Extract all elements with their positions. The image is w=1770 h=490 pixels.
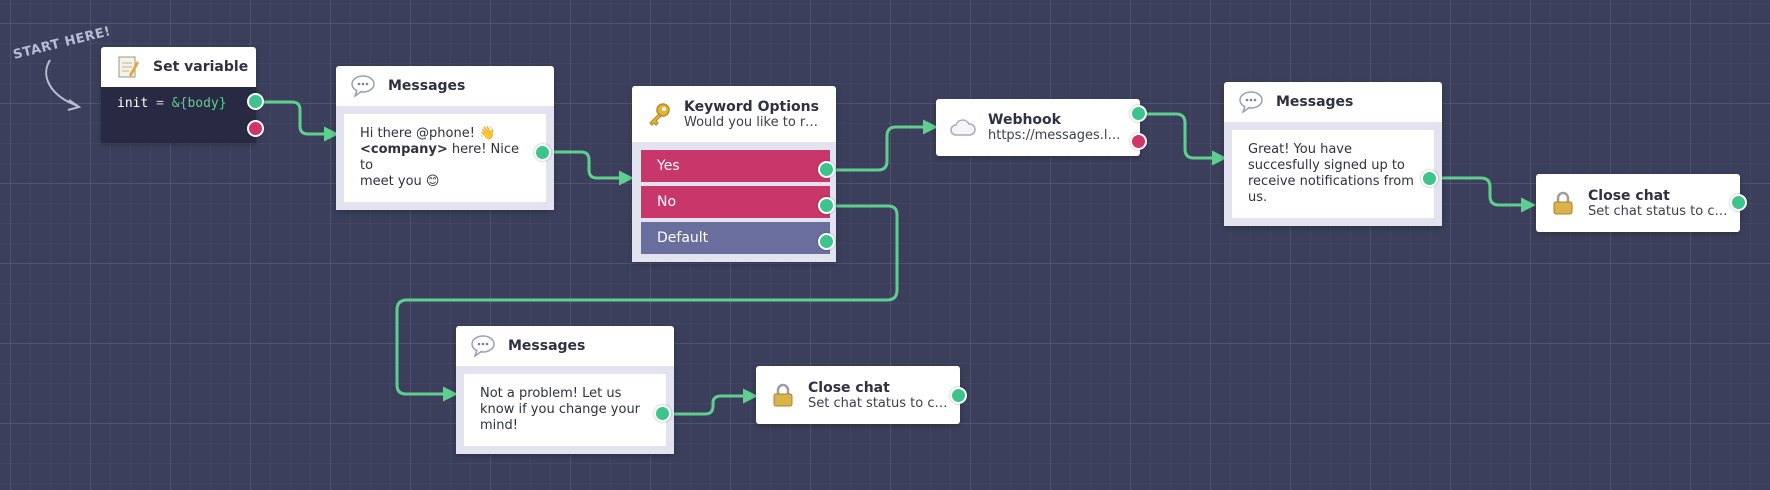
close-chat-2-text: Close chat Set chat status to clo...: [808, 380, 948, 411]
messages-1-title: Messages: [388, 78, 466, 94]
close-chat-1-header: Close chat Set chat status to clo...: [1536, 174, 1740, 232]
keyword-options-subtitle: Would you like to rec...: [684, 114, 824, 130]
option-yes[interactable]: Yes: [641, 150, 830, 182]
message-line: meet you 😊: [360, 174, 440, 189]
set-variable-error-port[interactable]: [247, 120, 264, 137]
close-chat-2-output-port[interactable]: [950, 387, 967, 404]
set-variable-node[interactable]: Set variable init = &{body}: [101, 47, 256, 143]
keyword-options-node[interactable]: Keyword Options Would you like to rec...…: [632, 86, 836, 262]
messages-3-body: Not a problem! Let us know if you change…: [456, 366, 674, 454]
messages-node-1[interactable]: Messages Hi there @phone! 👋 <company> he…: [336, 66, 554, 210]
close-chat-2-header: Close chat Set chat status to clo...: [756, 366, 960, 424]
messages-3-title: Messages: [508, 338, 586, 354]
close-chat-node-1[interactable]: Close chat Set chat status to clo...: [1536, 174, 1740, 232]
variable-operator: =: [156, 96, 164, 111]
messages-3-header: Messages: [456, 326, 674, 366]
cloud-icon: [950, 115, 976, 141]
start-here-annotation: START HERE!: [12, 24, 113, 114]
messages-1-body: Hi there @phone! 👋 <company> here! Nice …: [336, 106, 554, 210]
memo-icon: [115, 54, 141, 80]
close-chat-2-title: Close chat: [808, 379, 890, 396]
message-text: here! Nice to: [360, 142, 520, 173]
messages-2-header: Messages: [1224, 82, 1442, 122]
speech-bubble-icon: [350, 73, 376, 99]
set-variable-success-port[interactable]: [247, 93, 264, 110]
set-variable-title: Set variable: [153, 59, 249, 75]
option-no-port[interactable]: [818, 197, 835, 214]
messages-2-bubble: Great! You have succesfully signed up to…: [1232, 130, 1434, 218]
messages-3-bubble: Not a problem! Let us know if you change…: [464, 374, 666, 446]
option-yes-port[interactable]: [818, 161, 835, 178]
message-line: <company> here! Nice to: [360, 142, 530, 174]
keyword-options-title: Keyword Options: [684, 98, 819, 115]
set-variable-header: Set variable: [101, 47, 256, 87]
start-arrow-icon: [45, 59, 82, 111]
wire-messages3-to-closechat2: [670, 388, 758, 416]
close-chat-1-output-port[interactable]: [1730, 194, 1747, 211]
set-variable-code: init = &{body}: [101, 87, 256, 143]
option-default[interactable]: Default: [641, 222, 830, 254]
keyword-options-list: Yes No Default: [632, 142, 836, 262]
wire-setvar-to-messages1: [263, 100, 339, 142]
lock-icon: [770, 382, 796, 408]
wire-yes-to-webhook: [835, 119, 938, 172]
messages-1-bubble: Hi there @phone! 👋 <company> here! Nice …: [344, 114, 546, 202]
keyword-options-text: Keyword Options Would you like to rec...: [684, 99, 824, 130]
wire-messages2-to-closechat1: [1439, 176, 1536, 213]
option-no[interactable]: No: [641, 186, 830, 218]
messages-2-title: Messages: [1276, 94, 1354, 110]
messages-node-3[interactable]: Messages Not a problem! Let us know if y…: [456, 326, 674, 454]
variable-name: init: [117, 96, 149, 111]
keyword-options-header: Keyword Options Would you like to rec...: [632, 86, 836, 142]
message-line: Hi there @phone! 👋: [360, 126, 496, 141]
speech-bubble-icon: [1238, 89, 1264, 115]
lock-icon: [1550, 190, 1576, 216]
webhook-error-port[interactable]: [1130, 133, 1147, 150]
messages-2-output-port[interactable]: [1421, 170, 1438, 187]
messages-2-body: Great! You have succesfully signed up to…: [1224, 122, 1442, 226]
messages-3-output-port[interactable]: [654, 405, 671, 422]
webhook-node[interactable]: Webhook https://messages.lan...: [936, 99, 1140, 156]
close-chat-1-title: Close chat: [1588, 187, 1670, 204]
company-placeholder: <company>: [360, 142, 448, 157]
webhook-header: Webhook https://messages.lan...: [936, 99, 1140, 156]
webhook-success-port[interactable]: [1130, 105, 1147, 122]
close-chat-node-2[interactable]: Close chat Set chat status to clo...: [756, 366, 960, 424]
messages-1-header: Messages: [336, 66, 554, 106]
close-chat-2-subtitle: Set chat status to clo...: [808, 395, 948, 411]
webhook-url: https://messages.lan...: [988, 128, 1128, 143]
webhook-text: Webhook https://messages.lan...: [988, 112, 1128, 143]
messages-1-output-port[interactable]: [534, 144, 551, 161]
close-chat-1-text: Close chat Set chat status to clo...: [1588, 188, 1728, 219]
messages-node-2[interactable]: Messages Great! You have succesfully sig…: [1224, 82, 1442, 226]
wire-messages1-to-keyword: [550, 150, 634, 186]
close-chat-1-subtitle: Set chat status to clo...: [1588, 203, 1728, 219]
webhook-title: Webhook: [988, 112, 1061, 128]
option-default-port[interactable]: [818, 233, 835, 250]
variable-value: &{body}: [171, 96, 227, 111]
speech-bubble-icon: [470, 333, 496, 359]
key-icon: [646, 101, 672, 127]
wire-webhook-to-messages2: [1147, 112, 1227, 166]
